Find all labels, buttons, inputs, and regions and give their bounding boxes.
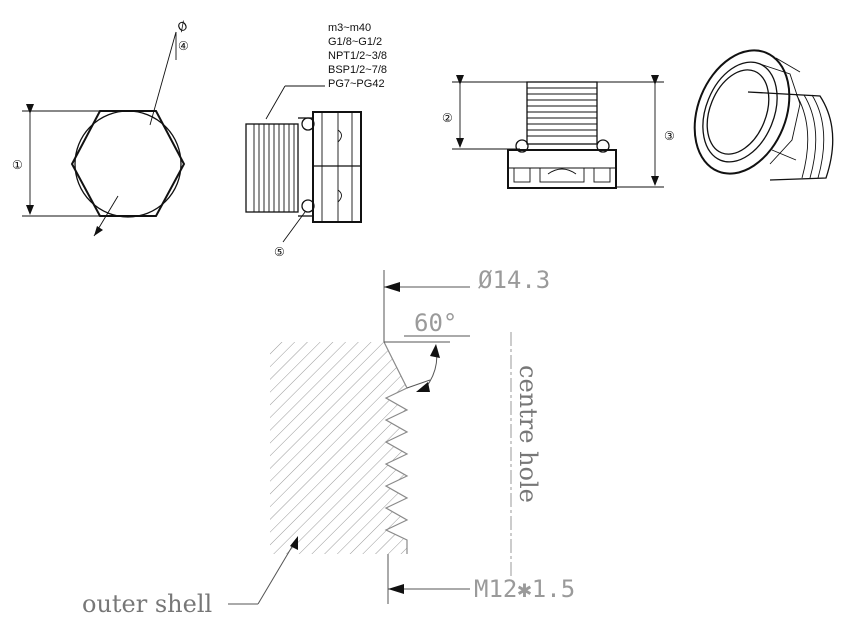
- spec-line: G1/8~G1/2: [328, 36, 382, 48]
- outer-shell-label: outer shell: [82, 590, 212, 618]
- thread-size-dimension: M12✱1.5: [474, 575, 575, 603]
- callout-3: ③: [664, 129, 675, 143]
- spec-line: m3~m40: [328, 22, 371, 34]
- front-view: ② ③: [442, 75, 675, 189]
- callout-2: ②: [442, 111, 453, 125]
- diameter-symbol: Ø: [175, 18, 190, 35]
- isometric-view: [693, 49, 834, 181]
- spec-line: NPT1/2~3/8: [328, 50, 387, 62]
- section-detail: Ø14.3 60° centre hole M12✱1.5 outer shel…: [82, 266, 575, 618]
- callout-4: ④: [178, 39, 189, 53]
- callout-5: ⑤: [274, 245, 285, 259]
- hex-top-view: ① ④ Ø: [12, 18, 190, 237]
- side-view: ⑤: [245, 85, 362, 259]
- centre-hole-label: centre hole: [514, 365, 542, 503]
- spec-line: BSP1/2~7/8: [328, 64, 387, 76]
- callout-1: ①: [12, 158, 23, 172]
- thread-spec-list: m3~m40 G1/8~G1/2 NPT1/2~3/8 BSP1/2~7/8 P…: [328, 22, 387, 90]
- spec-line: PG7~PG42: [328, 78, 385, 90]
- thread-angle: 60°: [414, 309, 457, 337]
- outer-diameter-dimension: Ø14.3: [478, 266, 550, 294]
